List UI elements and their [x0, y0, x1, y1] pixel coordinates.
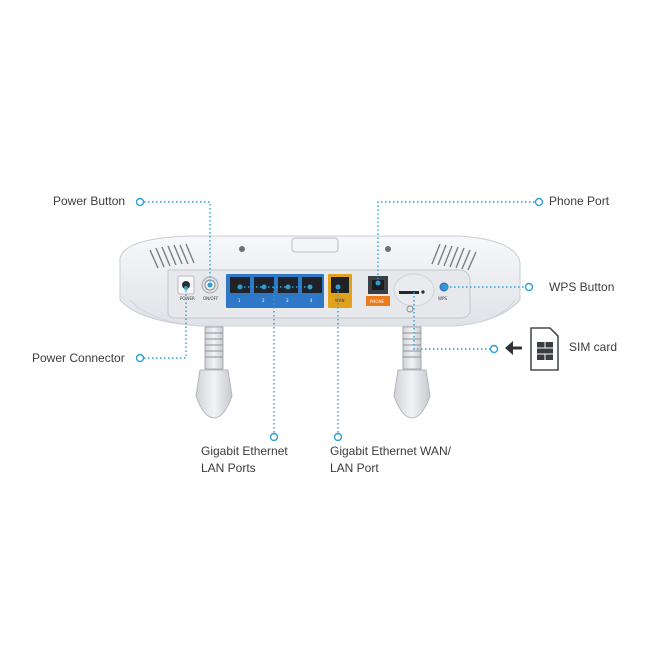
wan-port-socket [331, 277, 349, 293]
top-handle [291, 237, 339, 253]
power-connector-jack [182, 281, 190, 289]
screw-left [239, 246, 245, 252]
label-power-button: Power Button [53, 194, 126, 208]
antenna-left [195, 326, 233, 419]
lan-ports-block [226, 274, 324, 308]
lan-number-3: 3 [286, 298, 289, 303]
label-wan-port: Gigabit Ethernet WAN/ LAN Port [330, 443, 451, 477]
leader-power-button [144, 201, 211, 283]
leader-phone-port [377, 201, 535, 283]
sim-card-icon [530, 327, 559, 371]
endpoint-power-button [135, 197, 145, 207]
sim-slot-recess [393, 273, 435, 307]
endpoint-wps-button [524, 282, 534, 292]
power-port-label: POWER [180, 296, 195, 301]
vent-left [149, 243, 195, 269]
leader-power-connector [144, 288, 187, 359]
router-base [129, 299, 516, 327]
sim-slot [399, 291, 419, 294]
lan-number-2: 2 [262, 298, 265, 303]
leader-endpoints [135, 197, 544, 442]
arrow-left-icon [505, 341, 522, 355]
leader-lines [144, 201, 535, 433]
label-wan-port-line2: LAN Port [330, 461, 379, 475]
phone-port-label: PHONE [370, 299, 385, 304]
label-power-connector: Power Connector [32, 351, 125, 365]
on-off-label: ON/OFF [203, 296, 219, 301]
sim-indicator [406, 305, 414, 313]
label-lan-ports: Gigabit Ethernet LAN Ports [201, 443, 288, 477]
label-wan-port-line1: Gigabit Ethernet WAN/ [330, 444, 451, 458]
wps-label: WPS [438, 296, 447, 301]
antenna-right [393, 326, 431, 419]
phone-port-badge [366, 296, 390, 306]
endpoint-power-connector [135, 353, 145, 363]
label-sim-card: SIM card [569, 340, 618, 354]
endpoint-sim-card [489, 344, 499, 354]
endpoint-wan-port [333, 432, 343, 442]
wan-port-label: WAN [335, 298, 344, 303]
lan-number-1: 1 [238, 298, 241, 303]
leader-sim-card [413, 292, 490, 350]
lan-number-4: 4 [310, 298, 313, 303]
label-lan-ports-line1: Gigabit Ethernet [201, 444, 288, 458]
sim-eject-hole [421, 290, 425, 294]
port-markers [184, 280, 448, 290]
label-wps-button: WPS Button [549, 280, 615, 294]
endpoint-phone-port [534, 197, 544, 207]
endpoint-lan-ports [269, 432, 279, 442]
label-lan-ports-line2: LAN Ports [201, 461, 256, 475]
vent-right [431, 243, 477, 271]
screw-right [385, 246, 391, 252]
label-phone-port: Phone Port [549, 194, 610, 208]
